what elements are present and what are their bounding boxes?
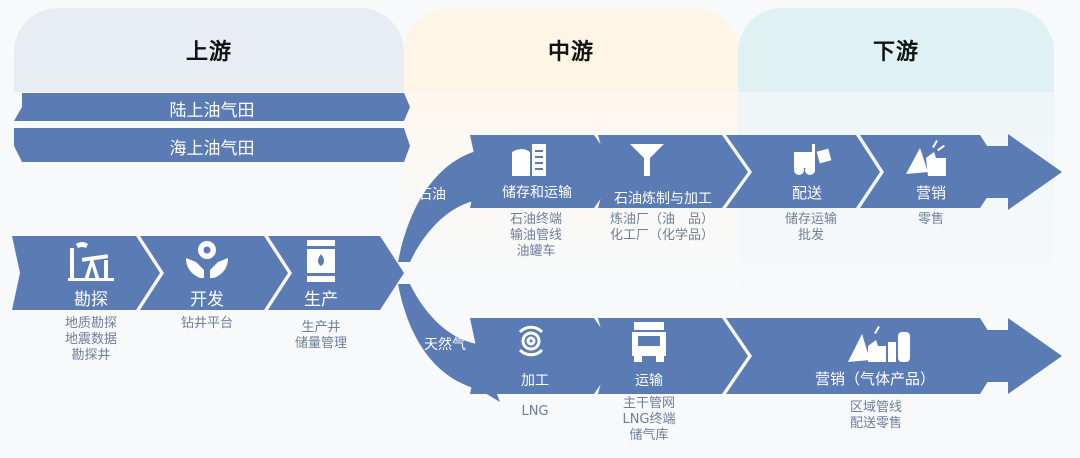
step-label-production: 生产 xyxy=(304,290,338,310)
development-details: 钻井平台 xyxy=(162,316,252,332)
detail-line: 配送零售 xyxy=(849,416,902,431)
detail-line: 生产井 xyxy=(301,320,341,335)
onshore-field-label: 陆上油气田 xyxy=(169,101,255,121)
gas-marketing-details: 区域管线 配送零售 xyxy=(836,400,916,432)
gas-branch-curve xyxy=(398,284,500,402)
downstream-header: 下游 xyxy=(738,8,1054,92)
detail-line: 主干管网 xyxy=(622,396,675,411)
detail-line: LNG终端 xyxy=(622,412,676,427)
storage-transport-details: 石油终端 输油管线 油罐车 xyxy=(486,212,586,260)
production-details: 生产井 储量管理 xyxy=(276,320,366,352)
oil-marketing-details: 零售 xyxy=(886,212,976,228)
step-label-processing: 加工 xyxy=(521,373,549,389)
midstream-header: 中游 xyxy=(404,8,738,92)
detail-line: 批发 xyxy=(797,228,824,243)
step-label-transport: 运输 xyxy=(635,373,663,389)
oil-end-arrow xyxy=(975,134,1062,210)
storage-tank-icon xyxy=(512,144,546,176)
gas-segment-processing xyxy=(470,318,620,394)
forklift-icon xyxy=(794,144,832,175)
detail-line: 勘探井 xyxy=(71,348,111,363)
detail-line: 钻井平台 xyxy=(180,316,233,331)
upstream-title: 上游 xyxy=(185,40,232,65)
megaphone-gas-cylinder-icon xyxy=(848,326,910,362)
step-label-distribution: 配送 xyxy=(791,184,822,202)
detail-line: 储存运输 xyxy=(784,212,837,227)
detail-line: 地质勘探 xyxy=(64,316,117,331)
detail-line: LNG xyxy=(521,404,549,419)
detail-line: 炼油厂（油 品） xyxy=(609,212,714,227)
megaphone-thumbs-up-icon xyxy=(906,140,946,176)
step-label-storage-transport: 储存和运输 xyxy=(502,185,572,201)
upstream-segment-exploration xyxy=(12,236,160,310)
exploration-details: 地质勘探 地震数据 勘探井 xyxy=(46,316,136,364)
transport-details: 主干管网 LNG终端 储气库 xyxy=(604,396,694,444)
oil-segment-refining xyxy=(598,135,748,208)
truck-icon xyxy=(632,322,666,362)
offshore-field-bar xyxy=(14,128,410,162)
oil-pump-icon xyxy=(68,242,114,281)
upstream-header: 上游 xyxy=(14,8,404,92)
refining-details: 炼油厂（油 品） 化工厂（化学品） xyxy=(592,212,732,244)
detail-line: 输油管线 xyxy=(509,228,562,243)
detail-line: 储量管理 xyxy=(294,336,347,351)
oil-barrel-icon xyxy=(307,240,335,282)
processing-details: LNG xyxy=(500,404,570,420)
oil-branch-curve xyxy=(398,140,500,262)
midstream-title: 中游 xyxy=(547,40,594,65)
upstream-segment-production xyxy=(268,236,404,310)
detail-line: 化工厂（化学品） xyxy=(609,228,714,243)
funnel-icon xyxy=(630,144,664,176)
detail-line: 油罐车 xyxy=(516,244,556,259)
distribution-details: 储存运输 批发 xyxy=(766,212,856,244)
detail-line: 区域管线 xyxy=(849,400,902,415)
step-label-gas-marketing: 营销（气体产品） xyxy=(814,370,935,388)
onshore-field-bar xyxy=(14,93,410,121)
offshore-field-label: 海上油气田 xyxy=(169,139,255,159)
step-label-exploration: 勘探 xyxy=(74,290,108,310)
detail-line: 零售 xyxy=(917,212,944,227)
detail-line: 地震数据 xyxy=(64,332,117,347)
step-label-oil-marketing: 营销 xyxy=(915,184,946,202)
downstream-title: 下游 xyxy=(872,40,919,65)
gas-branch-label: 天然气 xyxy=(424,337,466,353)
step-label-development: 开发 xyxy=(190,290,224,310)
oil-branch-label: 石油 xyxy=(418,187,446,203)
step-label-refining: 石油炼制与加工 xyxy=(614,191,712,207)
detail-line: 石油终端 xyxy=(509,212,562,227)
gear-cycle-icon xyxy=(518,325,544,357)
detail-line: 储气库 xyxy=(629,428,669,443)
hands-gear-icon xyxy=(186,241,228,278)
gas-end-arrow xyxy=(975,318,1062,394)
